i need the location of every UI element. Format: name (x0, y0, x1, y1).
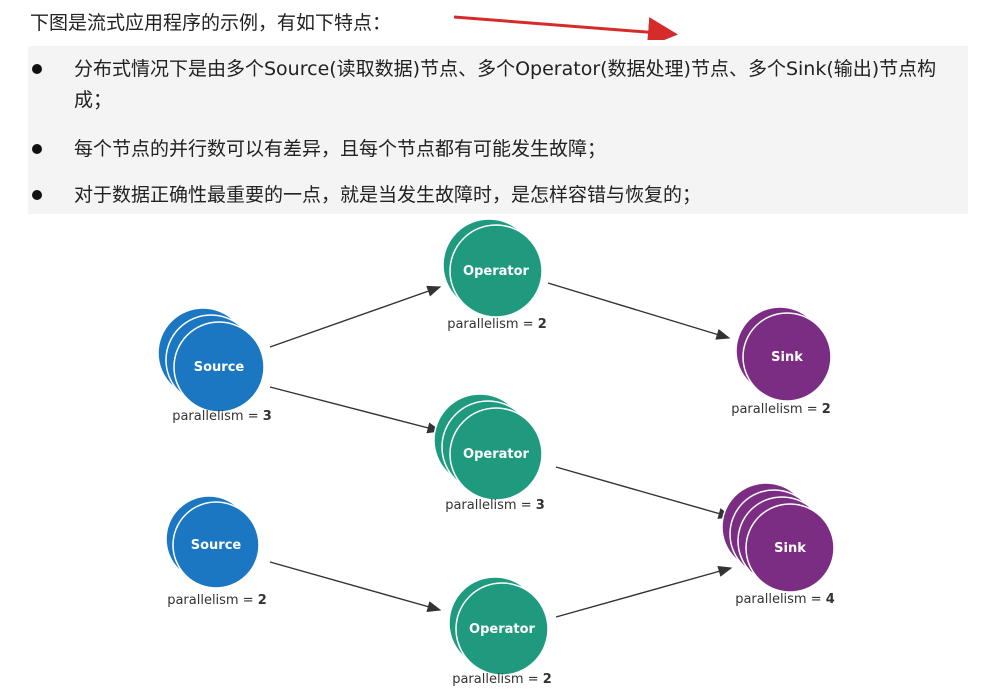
node-circle (173, 321, 265, 413)
nodes-layer: Source parallelism = 3 Source parallelism =… (157, 218, 835, 687)
red-pointer-line (453, 15, 678, 40)
intro-text: 下图是流式应用程序的示例，有如下特点： (30, 12, 392, 34)
node-label: Operator (469, 622, 536, 637)
node-operator-2: Operator parallelism = 3 (433, 393, 545, 513)
feature-item-2-text: 每个节点的并行数可以有差异，且每个节点都有可能发生故障； (74, 138, 607, 160)
node-circle (745, 503, 835, 593)
node-operator-1: Operator parallelism = 2 (442, 218, 547, 332)
streaming-topology-diagram: Source parallelism = 3 Source parallelism =… (157, 218, 835, 687)
edge-source-2-to-operator-3 (269, 561, 442, 612)
edge-operator-3-to-sink-2 (555, 566, 733, 618)
feature-item-1-text: 分布式情况下是由多个Source(读取数据)节点、多个Operator(数据处理… (74, 58, 937, 111)
node-circle (449, 224, 543, 318)
feature-item-1: 分布式情况下是由多个Source(读取数据)节点、多个Operator(数据处理… (28, 54, 968, 116)
node-circle (455, 582, 549, 676)
node-label: Source (194, 360, 245, 375)
feature-item-2: 每个节点的并行数可以有差异，且每个节点都有可能发生故障； (28, 134, 968, 165)
feature-item-3: 对于数据正确性最重要的一点，就是当发生故障时，是怎样容错与恢复的； (28, 180, 968, 211)
edge-operator-2-to-sink-2 (555, 466, 733, 519)
parallelism-label: parallelism = 3 (445, 498, 545, 513)
parallelism-label: parallelism = 2 (167, 593, 267, 608)
node-sink-2: Sink parallelism = 4 (721, 482, 835, 607)
node-label: Source (191, 538, 242, 553)
bullet-dot-icon (32, 64, 42, 74)
node-operator-3: Operator parallelism = 2 (448, 576, 552, 687)
node-circle (742, 312, 832, 402)
edge-source-1-to-operator-1 (269, 285, 442, 348)
bullet-dot-icon (32, 144, 42, 154)
parallelism-label: parallelism = 4 (735, 592, 835, 607)
node-label: Sink (774, 541, 806, 556)
red-pointer-arrow (453, 15, 678, 40)
node-sink-1: Sink parallelism = 2 (731, 306, 832, 417)
node-circle (172, 501, 260, 589)
bullet-dot-icon (32, 190, 42, 200)
parallelism-label: parallelism = 2 (452, 672, 552, 687)
parallelism-label: parallelism = 2 (731, 402, 831, 417)
parallelism-label: parallelism = 3 (172, 409, 272, 424)
edge-operator-1-to-sink-1 (547, 282, 731, 340)
node-label: Sink (771, 350, 803, 365)
parallelism-label: parallelism = 2 (447, 317, 547, 332)
node-source-2: Source parallelism = 2 (165, 495, 267, 608)
node-label: Operator (463, 264, 530, 279)
edges-layer (269, 282, 733, 618)
feature-list-box: 分布式情况下是由多个Source(读取数据)节点、多个Operator(数据处理… (28, 46, 968, 214)
node-circle (449, 407, 543, 501)
feature-item-3-text: 对于数据正确性最重要的一点，就是当发生故障时，是怎样容错与恢复的； (74, 184, 702, 206)
edge-source-1-to-operator-2 (269, 386, 442, 434)
node-source-1: Source parallelism = 3 (157, 307, 272, 424)
node-label: Operator (463, 447, 530, 462)
